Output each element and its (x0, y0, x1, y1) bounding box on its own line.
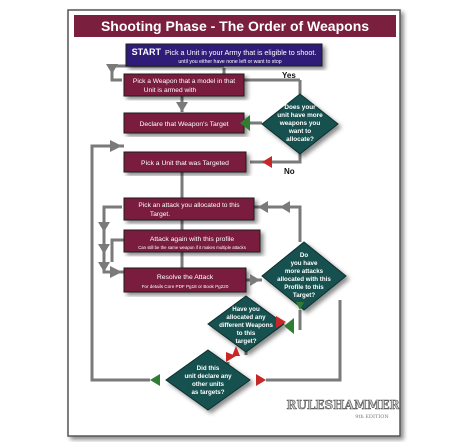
step-pick-unit-targeted (123, 151, 247, 173)
arrow-yes-green (240, 115, 250, 131)
arrow-no-red (262, 156, 272, 168)
arrow-down-gray (106, 64, 118, 74)
arrow-no-red (232, 346, 240, 356)
arrow-yes-green (284, 318, 294, 334)
decision-different-weapons-shape (207, 295, 285, 353)
yes-label: Yes (282, 71, 296, 80)
step-resolve (123, 267, 247, 293)
decision-more-attacks-line5: Profile to this (284, 284, 324, 291)
title-bar (74, 15, 396, 37)
arrow-down-gray (176, 102, 188, 112)
arrow-right-gray (110, 140, 122, 152)
step-resolve-title: Resolve the Attack (157, 274, 214, 281)
arrow-down-gray (98, 244, 110, 254)
decision-more-weapons: Does your unit have more weapons you wan… (261, 93, 339, 155)
step-pick-attack (123, 197, 255, 221)
arrow-right-gray (250, 274, 260, 286)
no-label: No (284, 167, 295, 176)
decision-other-units-line3: other units (192, 381, 225, 388)
page-title: Shooting Phase - The Order of Weapons (101, 18, 369, 34)
arrow-right-gray (110, 266, 122, 278)
arrow-yes-green (296, 302, 304, 310)
arrow-down-gray (98, 262, 110, 272)
decision-other-units-line1: Did this (197, 365, 220, 372)
decision-different-weapons: Have you allocated any different Weapons… (207, 295, 285, 353)
decision-other-units-line4: as targets? (191, 389, 224, 396)
step-pick-attack-line2: Target. (150, 211, 170, 218)
decision-other-units-shape (165, 349, 251, 411)
decision-more-weapons-line1: Does your (284, 104, 316, 111)
decision-other-units-line2: unit declare any (184, 373, 232, 380)
decision-more-weapons-line2: unit have more (277, 112, 323, 119)
arrow-left-gray (258, 201, 268, 213)
decision-different-weapons-line2: allocated any (226, 314, 266, 321)
arrow-no-red (226, 352, 236, 362)
arrow-no-red (276, 316, 286, 328)
decision-different-weapons-line1: Have you (232, 306, 260, 313)
decision-more-weapons-line3: weapons you (279, 120, 321, 127)
decision-other-units: Did this unit declare any other units as… (165, 349, 251, 411)
decision-more-attacks-line3: more attacks (285, 268, 324, 275)
step-declare-target-label: Declare that Weapon's Target (139, 121, 228, 128)
decision-more-weapons-line5: allocate? (286, 136, 314, 143)
step-attack-again-note: Can still be the same weapon if it makes… (138, 245, 246, 250)
decision-more-weapons-shape (261, 93, 339, 155)
step-pick-weapon (123, 73, 245, 97)
step-pick-attack-line1: Pick an attack you allocated to this (138, 202, 240, 209)
step-attack-again-title: Attack again with this profile (150, 236, 234, 243)
decision-different-weapons-line5: target? (236, 338, 257, 345)
start-box (125, 43, 323, 67)
step-pick-unit-label: Pick a Unit that was Targeted (141, 160, 229, 167)
logo-edition: 9th EDITION (355, 414, 389, 420)
arrows (98, 64, 304, 386)
ruleshammer-logo: RULESHAMMER 9th EDITION (286, 398, 401, 420)
decision-more-attacks-line6: Target? (293, 292, 315, 299)
arrow-yes-green (150, 374, 160, 386)
decision-more-attacks-line1: Do (300, 252, 308, 259)
step-pick-weapon-line1: Pick a Weapon that a model in that (133, 78, 235, 85)
step-pick-weapon-line2: Unit is armed with (144, 87, 197, 94)
decision-more-attacks-line2: you have (291, 260, 318, 267)
step-resolve-note: For details Core PDF Pg18 or Book Pg220 (142, 284, 229, 289)
arrow-down-gray (98, 222, 110, 232)
arrow-no-red (256, 374, 266, 386)
decision-more-attacks-line4: allocated with this (277, 276, 331, 283)
decision-different-weapons-line4: to this (237, 330, 256, 337)
decision-more-weapons-line4: want to (288, 128, 311, 135)
decision-more-attacks-shape (261, 241, 347, 311)
logo-name: RULESHAMMER (286, 398, 400, 412)
step-attack-again (123, 229, 261, 253)
arrow-left-gray (280, 201, 290, 213)
start-subtext: until you either have none left or want … (178, 59, 281, 65)
decision-more-attacks: Do you have more attacks allocated with … (261, 241, 347, 311)
decision-different-weapons-line3: different Weapons (219, 322, 273, 329)
